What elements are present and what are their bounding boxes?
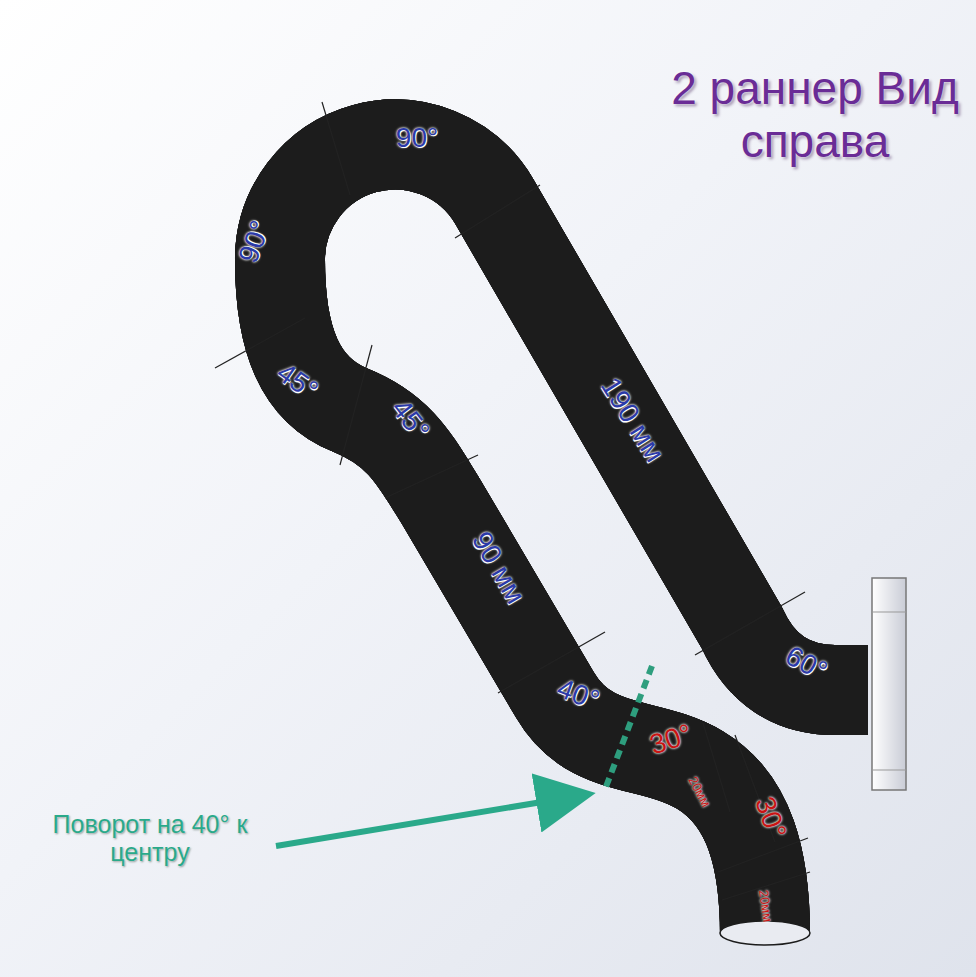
callout-note: Поворот на 40° к центру xyxy=(30,811,270,866)
title: 2 раннер Вид справа xyxy=(660,62,970,168)
pipe-end xyxy=(720,921,810,945)
pipe xyxy=(280,145,868,935)
leader-arrow xyxy=(276,797,572,846)
flange-edge xyxy=(872,770,906,771)
flange xyxy=(872,578,906,790)
dimension-label: 20мм xyxy=(756,889,775,923)
dimension-label: 90° xyxy=(396,123,438,154)
segment-lines xyxy=(215,102,810,900)
flange-edge xyxy=(872,612,906,613)
turn-line xyxy=(604,666,652,792)
